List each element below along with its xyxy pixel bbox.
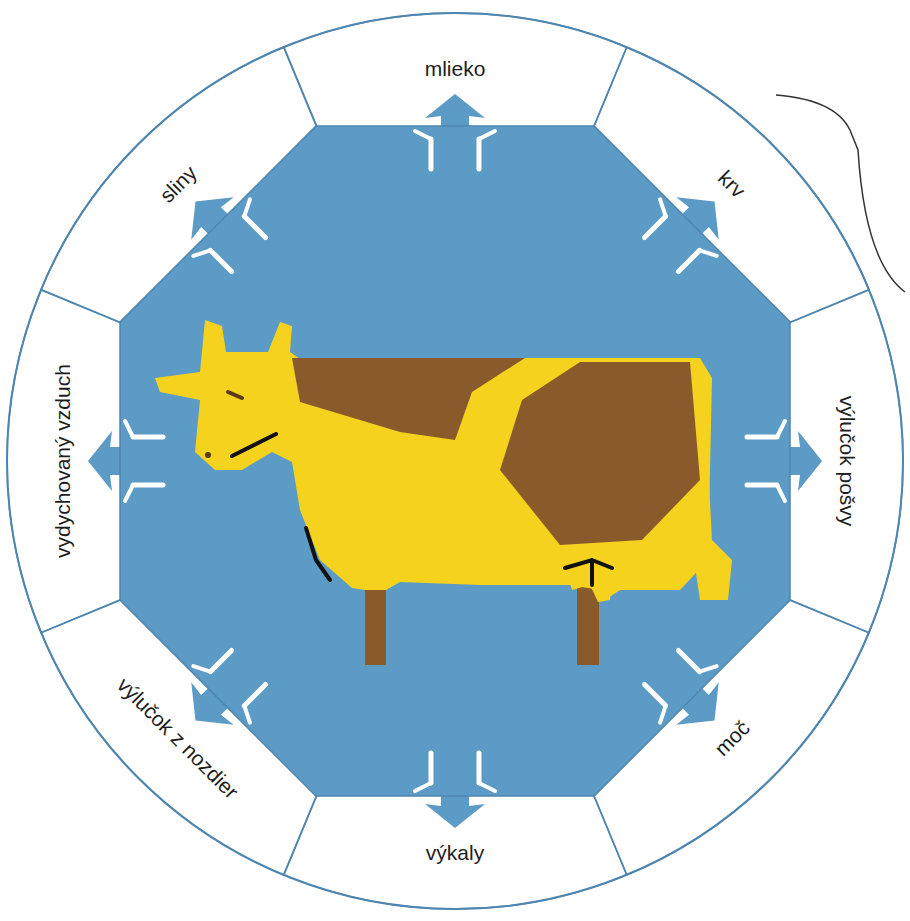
segment-label: moč xyxy=(710,716,754,760)
arrows xyxy=(88,94,822,828)
segment-label: výlučok pošvy xyxy=(835,396,858,527)
bracket xyxy=(776,95,905,292)
ring-segment: krv xyxy=(592,45,871,324)
segment-shape xyxy=(790,290,903,633)
segment-label: sliny xyxy=(155,161,201,207)
segment-shape xyxy=(594,600,869,875)
ring-segment: sliny xyxy=(39,45,318,324)
cow xyxy=(155,320,732,665)
octagon xyxy=(120,126,790,796)
ring-segment: mlieko xyxy=(282,11,629,128)
ring-segment: moč xyxy=(592,598,871,877)
segment-label: výlučok z nozdier xyxy=(113,673,243,803)
segment-shape xyxy=(284,796,627,909)
ring-segment: výlučok pošvy xyxy=(788,288,905,635)
outer-ring xyxy=(7,13,903,909)
segment-shape xyxy=(41,47,316,322)
segment-label: mlieko xyxy=(425,57,486,80)
segment-label: výkaly xyxy=(426,841,484,864)
ring-segment: vydychovaný vzduch xyxy=(5,288,122,635)
segment-shape xyxy=(7,290,120,633)
segment-label: vydychovaný vzduch xyxy=(51,364,74,558)
segment-shape xyxy=(284,13,627,126)
ring-segment: výkaly xyxy=(282,794,629,911)
segment-label: krv xyxy=(714,166,750,202)
segment-shape xyxy=(41,600,316,875)
ring-segment: výlučok z nozdier xyxy=(39,598,318,877)
segment-shape xyxy=(594,47,869,322)
